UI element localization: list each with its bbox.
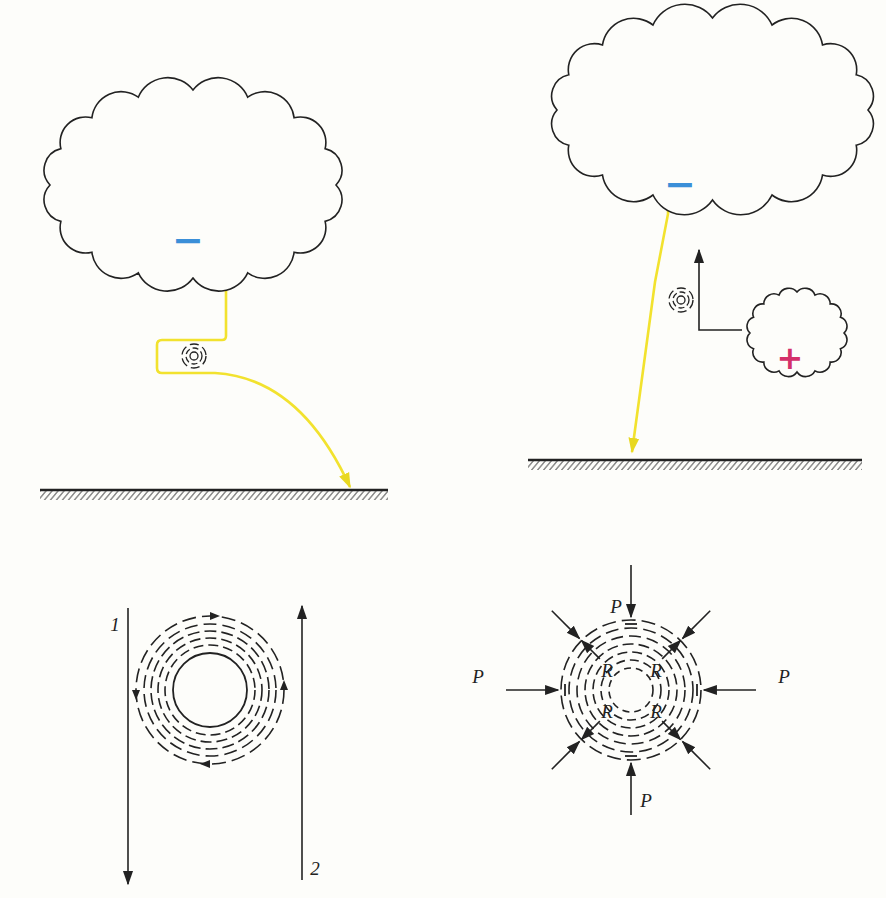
current-number: 2 (310, 859, 320, 878)
internal-pressure-arrow (582, 721, 600, 739)
charge-sign: − (172, 221, 204, 259)
pressure-tick (625, 623, 637, 625)
internal-pressure-arrow (662, 721, 680, 739)
ground (528, 460, 862, 470)
pressure-label: P (472, 667, 484, 686)
internal-pressure-arrow (662, 641, 680, 659)
pressure-tick (696, 684, 698, 696)
rotation-arrowheads (132, 612, 288, 768)
internal-pressure-label: R (601, 702, 613, 721)
pressure-arrow (552, 742, 580, 770)
pressure-tick (625, 755, 637, 757)
cloud-outline (545, 6, 880, 214)
cloud-outline (38, 78, 348, 292)
lightning-channel (632, 205, 668, 452)
pressure-arrow (630, 565, 632, 617)
ground (40, 490, 388, 500)
pressure-arrow (683, 742, 711, 770)
pressure-arrows (506, 565, 756, 815)
charge-sign: − (664, 165, 696, 203)
ball-lightning (182, 288, 693, 368)
pressure-tick (564, 684, 566, 696)
rotating-ball (136, 616, 284, 764)
internal-pressure-label: R (650, 661, 662, 680)
charge-sign: + (777, 342, 804, 374)
pressure-label: P (640, 791, 652, 810)
charged-cloud: + (738, 280, 856, 386)
current-arrow (301, 606, 303, 880)
pressure-arrow (506, 689, 558, 691)
pressure-label: P (610, 597, 622, 616)
current-number: 1 (110, 615, 120, 634)
pressure-arrow (552, 611, 580, 639)
internal-pressure-label: R (601, 661, 613, 680)
pressure-label: P (778, 667, 790, 686)
current-arrow (127, 608, 129, 884)
internal-pressure-label: R (650, 702, 662, 721)
pressure-arrow (630, 763, 632, 815)
pressure-arrow (683, 611, 711, 639)
lightning-channel (157, 286, 350, 487)
internal-pressure-arrow (582, 641, 600, 659)
charge-flow-arrow (699, 250, 742, 330)
pressure-arrow (704, 689, 756, 691)
thundercloud: − (38, 78, 348, 292)
pressure-ball (561, 620, 701, 760)
thundercloud: − (545, 6, 880, 214)
